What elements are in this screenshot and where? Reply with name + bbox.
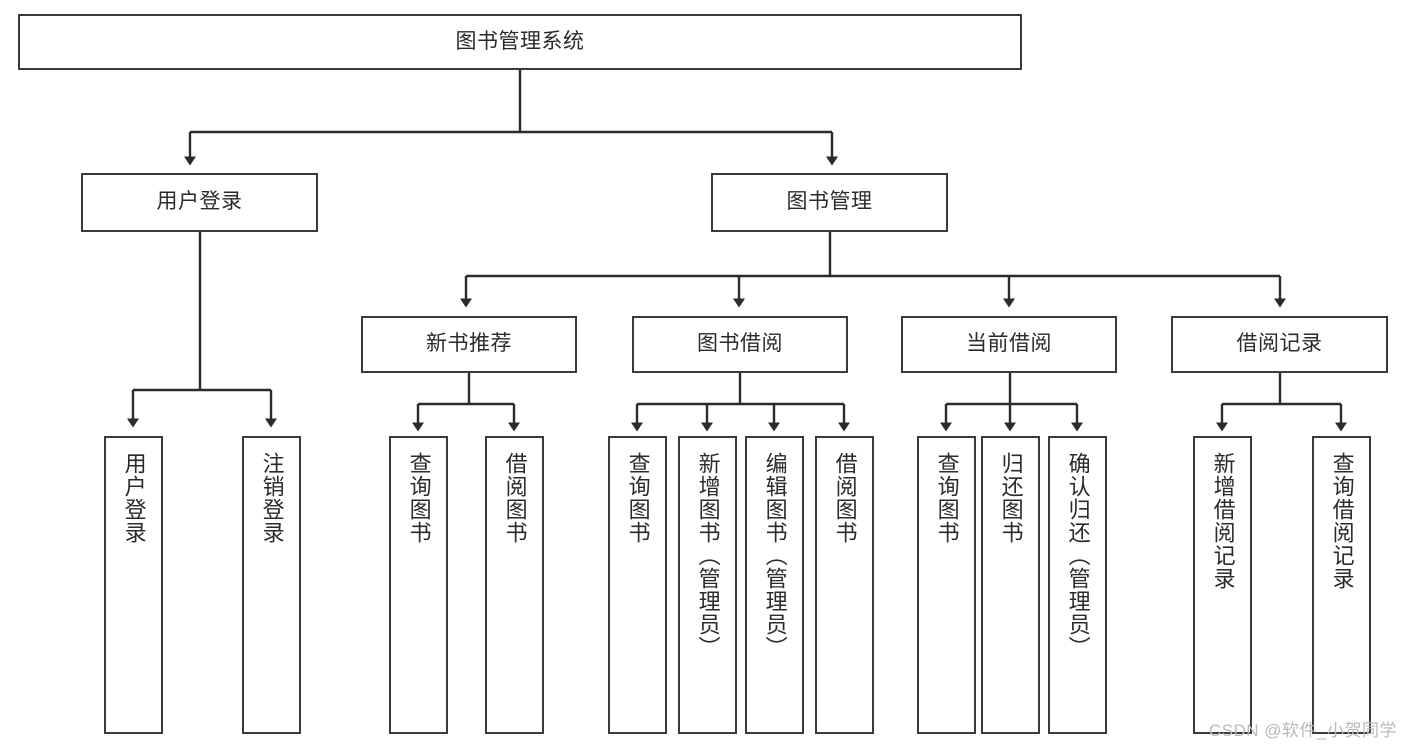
node-label: 新增图书（管理员） — [695, 452, 721, 659]
leaf-user-login-logout[interactable]: 注销登录 — [242, 436, 301, 734]
node-new-book-recommend[interactable]: 新书推荐 — [361, 316, 577, 373]
node-label: 查询图书 — [406, 452, 432, 544]
leaf-book-borrow-add-book-admin[interactable]: 新增图书（管理员） — [678, 436, 737, 734]
node-label: 用户登录 — [156, 190, 243, 214]
node-label: 归还图书 — [998, 452, 1024, 544]
node-label: 查询借阅记录 — [1329, 452, 1355, 590]
leaf-borrow-record-query-record[interactable]: 查询借阅记录 — [1312, 436, 1371, 734]
node-label: 用户登录 — [121, 452, 147, 544]
node-label: 确认归还（管理员） — [1065, 452, 1091, 659]
node-label: 借阅记录 — [1236, 332, 1323, 356]
node-current-borrow[interactable]: 当前借阅 — [901, 316, 1117, 373]
node-user-login[interactable]: 用户登录 — [81, 173, 318, 232]
node-label: 编辑图书（管理员） — [762, 452, 788, 659]
leaf-new-book-borrow-book[interactable]: 借阅图书 — [485, 436, 544, 734]
node-label: 查询图书 — [934, 452, 960, 544]
leaf-user-login-login[interactable]: 用户登录 — [104, 436, 163, 734]
node-label: 查询图书 — [625, 452, 651, 544]
node-label: 图书借阅 — [697, 332, 783, 356]
node-label: 借阅图书 — [502, 452, 528, 544]
leaf-book-borrow-edit-book-admin[interactable]: 编辑图书（管理员） — [745, 436, 804, 734]
watermark-text: CSDN @软件_小贺同学 — [1208, 721, 1397, 740]
node-label: 注销登录 — [259, 452, 285, 544]
node-book-borrow[interactable]: 图书借阅 — [632, 316, 848, 373]
node-label: 图书管理 — [786, 190, 873, 214]
leaf-current-borrow-confirm-return-admin[interactable]: 确认归还（管理员） — [1048, 436, 1107, 734]
leaf-new-book-query-book[interactable]: 查询图书 — [389, 436, 448, 734]
node-label: 新增借阅记录 — [1210, 452, 1236, 590]
leaf-current-borrow-return-book[interactable]: 归还图书 — [981, 436, 1040, 734]
node-book-management[interactable]: 图书管理 — [711, 173, 948, 232]
leaf-current-borrow-query-book[interactable]: 查询图书 — [917, 436, 976, 734]
leaf-book-borrow-query-book[interactable]: 查询图书 — [608, 436, 667, 734]
node-label: 图书管理系统 — [455, 29, 585, 53]
leaf-book-borrow-borrow-book[interactable]: 借阅图书 — [815, 436, 874, 734]
node-root-book-management-system[interactable]: 图书管理系统 — [18, 14, 1022, 70]
node-label: 新书推荐 — [426, 332, 512, 356]
node-label: 借阅图书 — [832, 452, 858, 544]
node-label: 当前借阅 — [966, 332, 1052, 356]
leaf-borrow-record-add-record[interactable]: 新增借阅记录 — [1193, 436, 1252, 734]
node-borrow-record[interactable]: 借阅记录 — [1171, 316, 1388, 373]
